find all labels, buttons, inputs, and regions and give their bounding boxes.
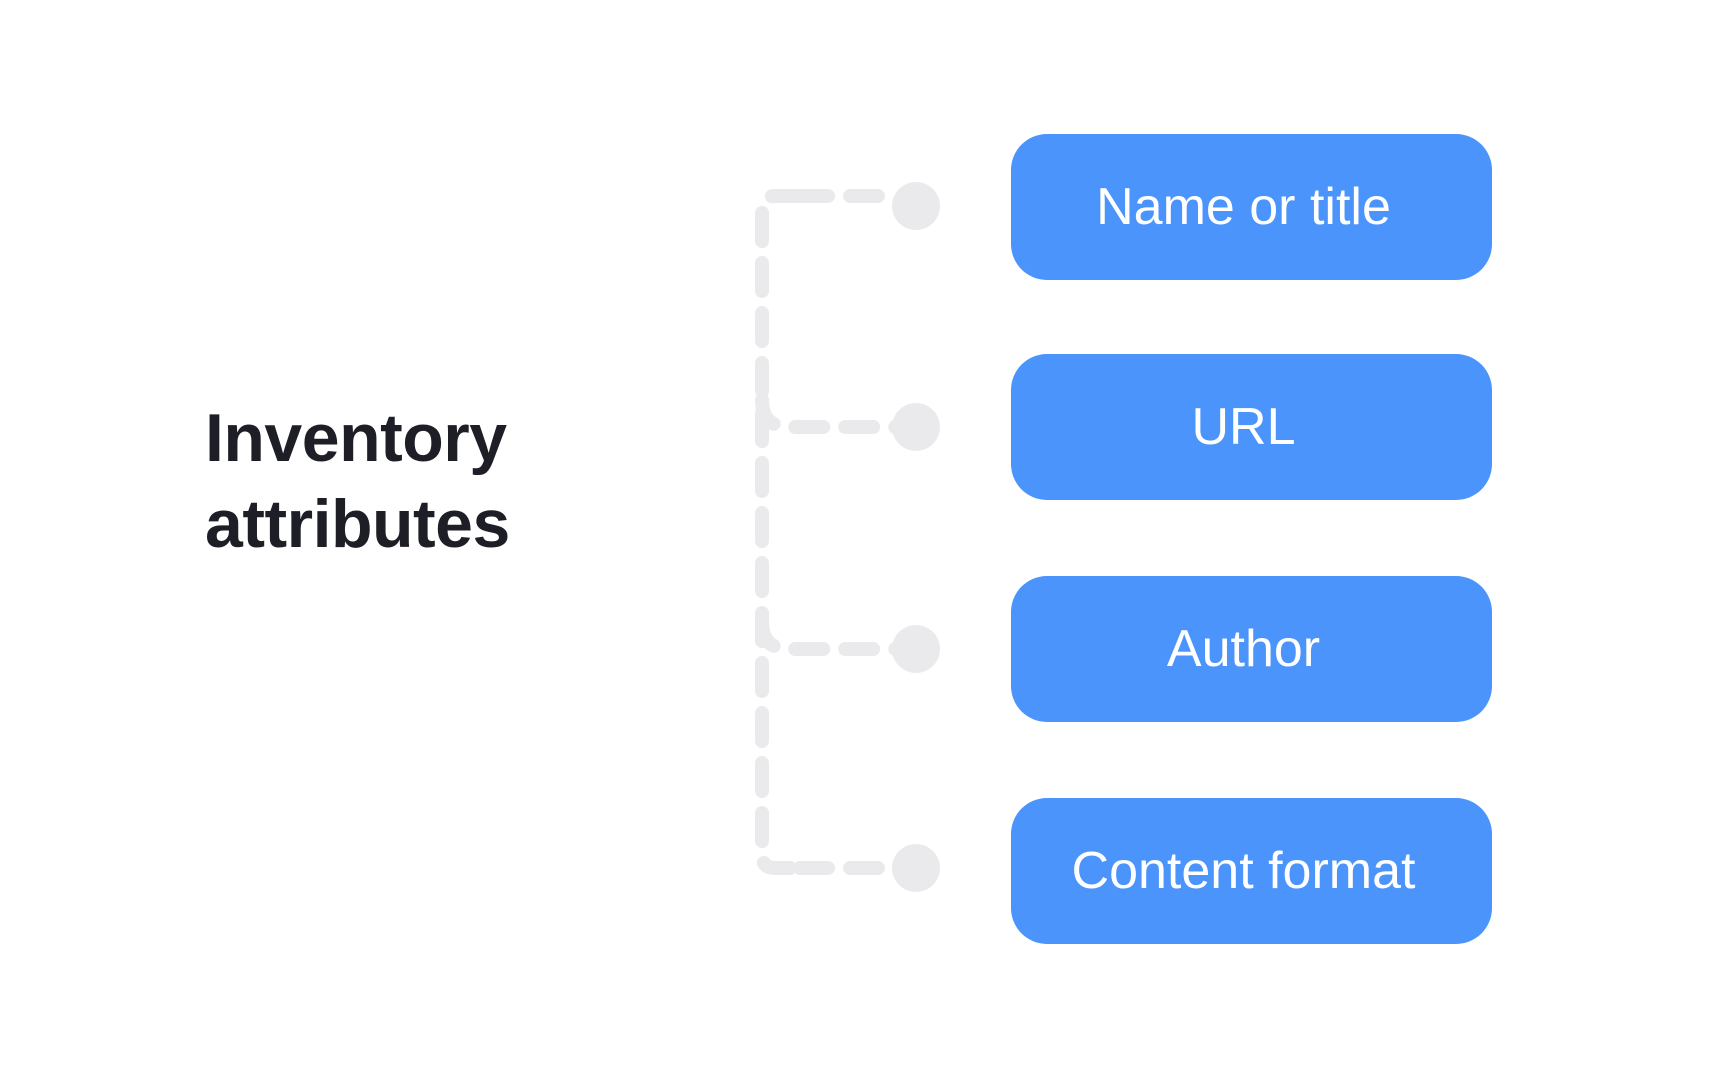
- attribute-pill-name-or-title[interactable]: Name or title: [1011, 134, 1492, 280]
- connector-branch-2: [755, 393, 907, 434]
- attribute-label: Author: [1166, 620, 1321, 678]
- attribute-pill-author[interactable]: Author: [1011, 576, 1492, 722]
- page-title: Inventory attributes: [205, 400, 510, 562]
- connector-dot-url: [892, 403, 940, 451]
- connector-dot-author: [892, 625, 940, 673]
- attribute-pill-url[interactable]: URL: [1011, 354, 1492, 500]
- connector-dot-name-or-title: [892, 182, 940, 230]
- attribute-label: Content format: [1071, 842, 1416, 900]
- attribute-label: Name or title: [1096, 178, 1391, 236]
- connector-trunk-line: [755, 189, 807, 875]
- connector-branch-3: [755, 615, 907, 656]
- attribute-label: URL: [1191, 398, 1296, 456]
- connector-dot-content-format: [892, 844, 940, 892]
- attribute-pill-content-format[interactable]: Content format: [1011, 798, 1492, 944]
